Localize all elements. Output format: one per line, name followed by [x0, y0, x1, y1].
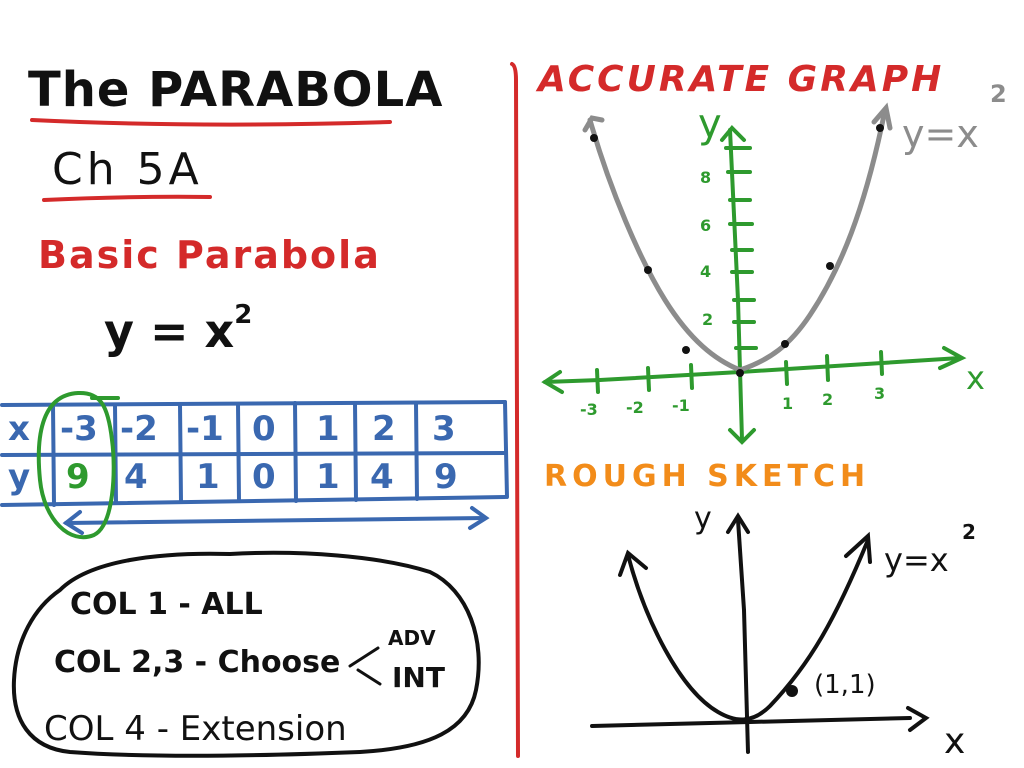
page-title: The PARABOLA [28, 62, 444, 118]
section-subtitle: Basic Parabola [38, 233, 381, 277]
note-int: INT [392, 661, 445, 694]
rough-point-label: (1,1) [814, 670, 876, 700]
equation-base: y = x [104, 304, 235, 358]
point-1-1 [786, 685, 798, 697]
x-cell: -3 [60, 409, 98, 449]
y-tick-label: 8 [700, 168, 712, 187]
value-table-grid [0, 400, 509, 535]
x-tick-label: 3 [874, 384, 886, 403]
plotted-points [590, 124, 884, 377]
accurate-axis-x-label: x [966, 359, 985, 397]
table-y-label: y [8, 457, 31, 497]
note-adv: ADV [388, 626, 436, 650]
rough-parabola-curve [626, 538, 870, 722]
accurate-curve-exponent: 2 [990, 80, 1007, 108]
x-cell: -1 [186, 409, 224, 449]
table-x-label: x [8, 409, 30, 449]
y-tick-label: 4 [700, 262, 712, 281]
y-cell: 0 [252, 457, 276, 497]
y-cell: 1 [316, 457, 340, 497]
y-cell: 9 [434, 457, 458, 497]
x-cell: 2 [372, 409, 396, 449]
y-tick-label: 6 [700, 216, 712, 235]
divider-line [510, 62, 520, 758]
x-cell: 3 [432, 409, 456, 449]
rough-curve-exponent: 2 [962, 520, 976, 544]
highlight-ellipse [36, 390, 120, 540]
x-cell: 0 [252, 409, 276, 449]
accurate-axis-y-label: y [698, 101, 722, 147]
x-tick-label: -3 [580, 400, 598, 419]
rough-curve-label: y=x [884, 541, 949, 579]
y-tick-label: 2 [702, 310, 714, 329]
rough-axis-y-label: y [694, 501, 712, 536]
y-cell-highlighted: 9 [66, 457, 90, 497]
chapter-label: Ch 5A [52, 144, 203, 195]
accurate-graph-axes [541, 125, 967, 445]
rough-sketch-title: ROUGH SKETCH [544, 459, 871, 494]
rough-sketch-axes [590, 512, 930, 754]
accurate-graph-title: ACCURATE GRAPH [538, 59, 945, 100]
x-tick-label: -1 [672, 396, 690, 415]
y-cell: 4 [124, 457, 148, 497]
notes-cloud [11, 550, 481, 758]
y-cell: 4 [370, 457, 394, 497]
note-col23: COL 2,3 - Choose [54, 645, 341, 680]
equation-exponent: 2 [234, 300, 253, 330]
x-cell: 1 [316, 409, 340, 449]
rough-axis-x-label: x [944, 721, 966, 762]
equation: y = x2 [104, 300, 252, 358]
accurate-curve-label-base: y=x [902, 112, 979, 156]
x-tick-label: -2 [626, 398, 644, 417]
x-tick-label: 1 [782, 394, 794, 413]
note-col1: COL 1 - ALL [70, 587, 263, 622]
y-cell: 1 [196, 457, 220, 497]
title-underline [30, 118, 392, 127]
x-tick-label: 2 [822, 390, 834, 409]
chapter-underline [42, 194, 212, 202]
accurate-curve-label: y=x [902, 112, 979, 156]
note-col4: COL 4 - Extension [44, 709, 347, 749]
x-cell: -2 [120, 409, 158, 449]
